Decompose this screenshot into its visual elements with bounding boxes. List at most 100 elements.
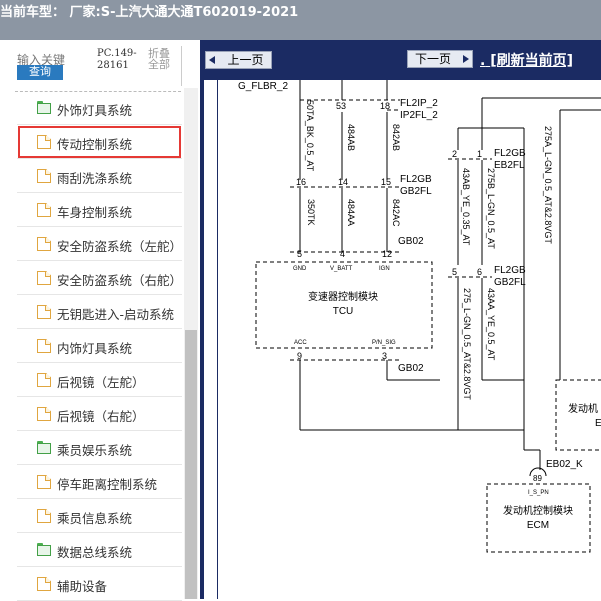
wiring-diagram: G_FLBR_2 53 18 FL2IP_2 IP2FL_2 2 1 FL2GB… (238, 80, 601, 553)
pin-label: GND (293, 266, 307, 272)
tree-item-label: 雨刮洗涤系统 (57, 171, 133, 186)
tree-item-transmission-control[interactable]: 传动控制系统 (17, 125, 182, 159)
pin-number: 53 (336, 101, 346, 111)
tree-item-mirror-rhd[interactable]: 后视镜（右舵） (17, 397, 182, 431)
tree-item-label: 安全防盗系统（右舵） (57, 273, 183, 288)
module-code: TCU (333, 306, 354, 317)
diagram-viewer: 上一页 下一页 . [刷新当前页] (200, 40, 601, 599)
refresh-page-link[interactable]: . [刷新当前页] (480, 50, 573, 70)
sidebar-scrollbar-thumb[interactable] (185, 330, 197, 599)
connector-label: GB02 (398, 236, 424, 247)
tree-item-label: 安全防盗系统（左舵） (57, 239, 183, 254)
tree-item-label: 后视镜（左舵） (57, 375, 145, 390)
pin-number: 9 (297, 351, 302, 361)
connector-label: FL2IP_2 (400, 98, 438, 109)
connector-label: IP2FL_2 (400, 110, 438, 121)
document-icon (37, 509, 51, 523)
pin-label: P/N_SIG (372, 340, 396, 346)
prev-page-label: 上一页 (227, 53, 264, 67)
tree-item-label: 辅助设备 (57, 579, 108, 594)
pin-number: 3 (382, 351, 387, 361)
wire-label: 275B_L-GN_0.5_AT (486, 168, 496, 249)
header-divider (181, 46, 182, 86)
refresh-dot: . (480, 53, 486, 69)
module-code: E (595, 418, 601, 429)
tree-item-wiper-washer[interactable]: 雨刮洗涤系统 (17, 159, 182, 193)
tree-item-exterior-lighting[interactable]: 外饰灯具系统 (17, 91, 182, 125)
connector-label: FL2GB (400, 174, 432, 185)
wire-label: 43AB_YE_0.35_AT (461, 168, 471, 246)
tree-item-parking-distance[interactable]: 停车距离控制系统 (17, 465, 182, 499)
sidebar: 输入关键 查询 PC.149-28161 折叠全部 外饰灯具系统 传动控制系统 … (0, 40, 200, 601)
pin-number: 4 (340, 249, 345, 259)
pin-number: 16 (296, 177, 306, 187)
connector-label: FL2GB (494, 265, 526, 276)
folder-icon (37, 441, 51, 455)
pin-label: ACC (294, 340, 307, 346)
system-tree: 外饰灯具系统 传动控制系统 雨刮洗涤系统 车身控制系统 安全防盗系统（左舵） 安… (17, 91, 182, 601)
tree-item-security-rhd[interactable]: 安全防盗系统（右舵） (17, 261, 182, 295)
tree-item-label: 乘员娱乐系统 (57, 443, 133, 458)
pin-label: IGN (379, 266, 390, 272)
connector-label: GB2FL (494, 277, 526, 288)
wire-label: 842AB (391, 124, 401, 151)
wire-label: 484AB (346, 124, 356, 151)
wire-label: 484AA (346, 199, 356, 226)
tree-item-body-control[interactable]: 车身控制系统 (17, 193, 182, 227)
pin-label: I_S_PN (528, 490, 549, 496)
connector-label: GB2FL (400, 186, 432, 197)
tree-item-keyless-entry[interactable]: 无钥匙进入-启动系统 (17, 295, 182, 329)
tree-item-label: 外饰灯具系统 (57, 103, 133, 118)
document-icon (37, 305, 51, 319)
pin-number: 5 (452, 267, 457, 277)
module-code: ECM (527, 520, 549, 531)
connector-label: EB02_K (546, 459, 583, 470)
tree-item-label: 传动控制系统 (57, 137, 133, 152)
tree-item-label: 无钥匙进入-启动系统 (57, 307, 175, 322)
document-icon (37, 237, 51, 251)
tree-item-security-lhd[interactable]: 安全防盗系统（左舵） (17, 227, 182, 261)
tree-item-entertainment[interactable]: 乘员娱乐系统 (17, 431, 182, 465)
document-icon (37, 203, 51, 217)
document-icon (37, 135, 51, 149)
pc-code: PC.149-28161 (97, 48, 137, 71)
next-page-button[interactable]: 下一页 (407, 50, 473, 68)
refresh-label: [刷新当前页] (490, 53, 573, 69)
tree-item-mirror-lhd[interactable]: 后视镜（左舵） (17, 363, 182, 397)
document-icon (37, 407, 51, 421)
arrow-right-icon (463, 55, 469, 63)
pin-number: 5 (297, 249, 302, 259)
viewer-frame-left (200, 40, 204, 599)
wire-label: 275A_L-GN_0.5_AT&2.8VGT (543, 126, 553, 244)
document-icon (37, 577, 51, 591)
wire-label: 842AC (391, 199, 401, 227)
query-button[interactable]: 查询 (17, 65, 63, 80)
folder-icon (37, 543, 51, 557)
tree-item-auxiliary[interactable]: 辅助设备 (17, 567, 182, 601)
folder-icon (37, 101, 51, 115)
module-name: 变速器控制模块 (308, 290, 378, 303)
pin-label: V_BATT (330, 266, 353, 272)
tree-item-occupant-info[interactable]: 乘员信息系统 (17, 499, 182, 533)
tree-item-label: 停车距离控制系统 (57, 477, 158, 492)
wire-label: 43AA_YE_0.5_AT (486, 288, 496, 361)
prev-page-button[interactable]: 上一页 (205, 51, 272, 69)
arrow-left-icon (209, 56, 215, 64)
dashed-divider (15, 91, 181, 92)
connector-label: GB02 (398, 363, 424, 374)
tree-item-label: 乘员信息系统 (57, 511, 133, 526)
tree-item-label: 数据总线系统 (57, 545, 133, 560)
current-vehicle-title: 当前车型： 厂家:S-上汽大通大通T602019-2021 (0, 5, 299, 20)
ground-connector-icon (529, 467, 547, 477)
top-bar: 当前车型： 厂家:S-上汽大通大通T602019-2021 (0, 0, 601, 40)
tree-item-data-bus[interactable]: 数据总线系统 (17, 533, 182, 567)
search-keyword-label: 输入关键 (17, 53, 66, 67)
module-name: 发动机控制模块 (503, 504, 573, 517)
pin-number: 6 (477, 267, 482, 277)
collapse-all-link[interactable]: 折叠全部 (148, 47, 170, 71)
tree-item-label: 后视镜（右舵） (57, 409, 145, 424)
module-name: 发动机 (568, 402, 598, 415)
tree-item-interior-lighting[interactable]: 内饰灯具系统 (17, 329, 182, 363)
wire-label: 50TA_BK_0.5_AT (305, 100, 315, 172)
document-icon (37, 271, 51, 285)
